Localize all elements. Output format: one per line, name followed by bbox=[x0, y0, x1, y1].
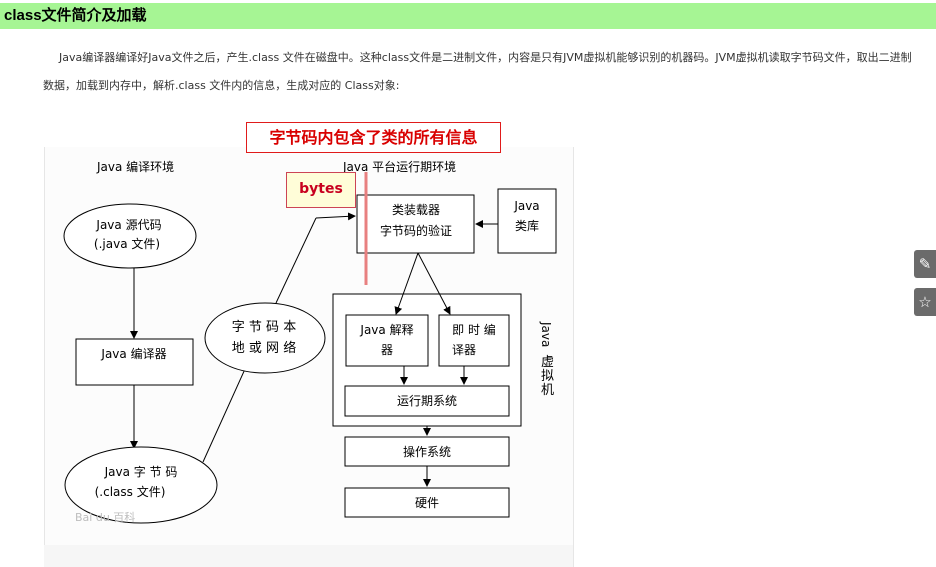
jit-line2: 译器 bbox=[452, 343, 476, 357]
edit-button[interactable]: ✎ bbox=[914, 250, 936, 278]
lib-line2: 类库 bbox=[515, 218, 539, 233]
bytecode-line1: Java 字 节 码 bbox=[104, 464, 178, 479]
local-line2: 地 或 网 络 bbox=[232, 340, 296, 356]
jvm-label-4: 机 bbox=[541, 383, 554, 398]
runtime-env-label: Java 平台运行期环境 bbox=[342, 159, 456, 174]
java-library-box bbox=[497, 188, 557, 254]
loader-line2: 字节码的验证 bbox=[380, 223, 452, 238]
lib-line1: Java bbox=[513, 199, 539, 213]
interp-line1: Java 解释 bbox=[359, 323, 413, 337]
watermark-text: Bai du 百科 bbox=[75, 510, 135, 524]
jvm-label-2: 虚 bbox=[541, 355, 554, 370]
hardware-box bbox=[344, 487, 510, 518]
compile-env-label: Java 编译环境 bbox=[96, 159, 174, 174]
source-line1: Java 源代码 bbox=[95, 218, 161, 232]
article-heading: class文件简介及加载 bbox=[4, 7, 147, 24]
favorite-button[interactable]: ☆ bbox=[914, 288, 936, 316]
callout-bytes: bytes bbox=[286, 172, 356, 208]
jit-line1: 即 时 编 bbox=[452, 322, 496, 337]
os-box bbox=[344, 436, 510, 467]
article-paragraph: Java编译器编译好Java文件之后，产生.class 文件在磁盘中。这种cla… bbox=[43, 51, 912, 92]
runtime-system-label: 运行期系统 bbox=[397, 394, 457, 408]
bytecode-line2: (.class 文件) bbox=[95, 484, 166, 499]
interpreter-box bbox=[345, 314, 429, 367]
os-label: 操作系统 bbox=[403, 444, 451, 459]
local-line1: 字 节 码 本 bbox=[232, 320, 296, 335]
jvm-label-1: Java bbox=[539, 321, 553, 347]
star-icon: ☆ bbox=[918, 293, 932, 311]
class-loader-box bbox=[356, 194, 475, 254]
callout-class-info: 字节码内包含了类的所有信息 bbox=[246, 122, 501, 153]
loader-line1: 类装载器 bbox=[392, 203, 440, 217]
compiler-box bbox=[75, 338, 194, 386]
interp-line2: 器 bbox=[381, 343, 393, 357]
hardware-label: 硬件 bbox=[415, 496, 439, 510]
jit-compiler-box bbox=[438, 314, 510, 367]
source-line2: (.java 文件) bbox=[94, 236, 160, 251]
diagram-frame-bottom bbox=[44, 545, 573, 567]
jvm-label-3: 拟 bbox=[541, 369, 554, 384]
runtime-system-box bbox=[344, 385, 510, 417]
pencil-icon: ✎ bbox=[918, 255, 932, 273]
bytecode-ellipse bbox=[64, 446, 218, 524]
heading-bar: class文件简介及加载 bbox=[0, 3, 936, 29]
compiler-label: Java 编译器 bbox=[100, 346, 166, 361]
bytecode-source-ellipse bbox=[204, 302, 326, 374]
source-code-ellipse bbox=[63, 203, 197, 269]
